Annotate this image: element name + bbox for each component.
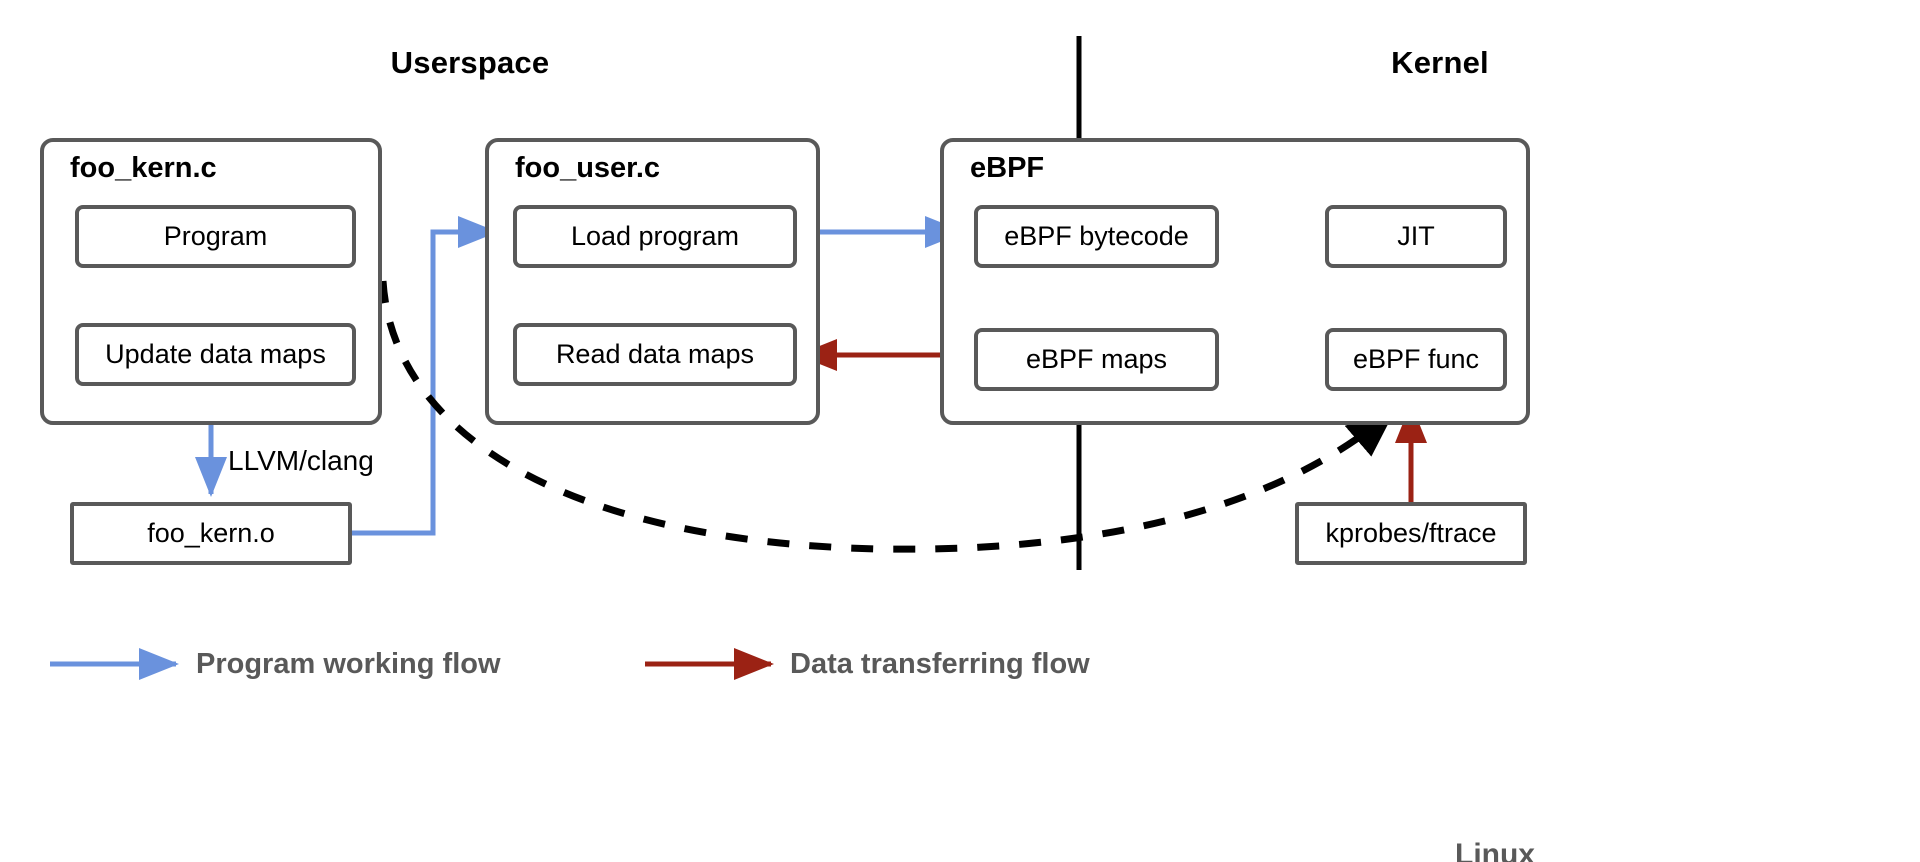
section-title-userspace: Userspace (390, 45, 550, 80)
legend-label-data-transferring-flow: Data transferring flow (790, 648, 1090, 680)
group-foo-user-c[interactable]: foo_user.c Load program Read data maps (485, 138, 820, 425)
node-update-data-maps[interactable]: Update data maps (75, 323, 356, 386)
group-ebpf[interactable]: eBPF eBPF bytecode JIT eBPF maps eBPF fu… (940, 138, 1530, 425)
group-title-foo-user-c: foo_user.c (515, 152, 661, 184)
node-ebpf-bytecode[interactable]: eBPF bytecode (974, 205, 1219, 268)
node-load-program[interactable]: Load program (513, 205, 797, 268)
footer-clipped-text: Linux (1455, 838, 1535, 862)
group-title-ebpf: eBPF (970, 152, 1045, 184)
group-title-foo-kern-c: foo_kern.c (70, 152, 217, 184)
node-ebpf-maps[interactable]: eBPF maps (974, 328, 1219, 391)
node-ebpf-func[interactable]: eBPF func (1325, 328, 1507, 391)
node-kprobes-ftrace[interactable]: kprobes/ftrace (1295, 502, 1527, 565)
section-title-kernel: Kernel (1391, 45, 1489, 80)
node-jit[interactable]: JIT (1325, 205, 1507, 268)
node-program[interactable]: Program (75, 205, 356, 268)
node-foo-kern-o[interactable]: foo_kern.o (70, 502, 352, 565)
legend-label-program-working-flow: Program working flow (196, 648, 501, 680)
node-read-data-maps[interactable]: Read data maps (513, 323, 797, 386)
edge-label-llvm-clang: LLVM/clang (228, 445, 374, 476)
group-foo-kern-c[interactable]: foo_kern.c Program Update data maps (40, 138, 382, 425)
